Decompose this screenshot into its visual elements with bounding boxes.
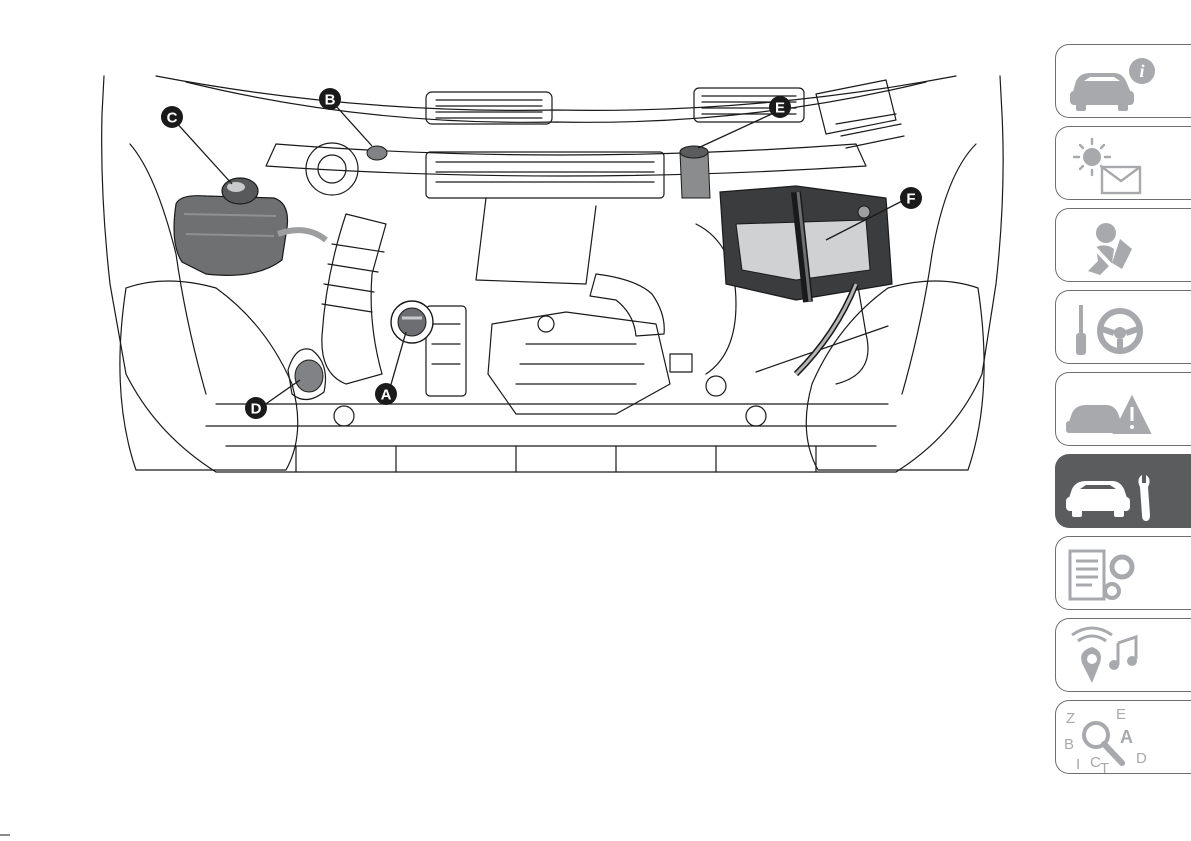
brake-fluid-cap xyxy=(367,146,387,160)
callout-c: C xyxy=(161,106,183,128)
callout-a: A xyxy=(375,383,397,405)
coolant-expansion-tank xyxy=(174,178,326,275)
engine-compartment-diagram: A B C D E F xyxy=(96,74,1008,476)
svg-text:B: B xyxy=(1064,736,1074,753)
page-corner-mark xyxy=(0,829,16,841)
headlamp-left xyxy=(120,281,298,470)
tab-safety[interactable] xyxy=(1055,208,1191,282)
callout-f: F xyxy=(900,187,922,209)
svg-text:D: D xyxy=(251,401,262,418)
callout-b: B xyxy=(319,88,341,110)
svg-text:Z: Z xyxy=(1066,710,1075,727)
engine-cover xyxy=(488,312,670,414)
intake-hose-left xyxy=(322,214,386,384)
alphabetical-index-icon: Z E B A I C T D xyxy=(1056,701,1191,775)
cowl-vent-left xyxy=(426,92,552,124)
svg-text:A: A xyxy=(381,387,392,404)
svg-text:I: I xyxy=(1076,756,1080,773)
battery xyxy=(720,186,892,374)
car-info-icon: i xyxy=(1056,45,1191,119)
tab-maintenance[interactable] xyxy=(1055,454,1191,528)
callout-e: E xyxy=(769,96,791,118)
tab-technical-specs[interactable] xyxy=(1055,536,1191,610)
road-emergency-icon xyxy=(1056,373,1191,447)
specifications-gears-icon xyxy=(1056,537,1191,611)
svg-text:T: T xyxy=(1100,760,1109,775)
intake-hose-right xyxy=(590,274,664,336)
callout-d: D xyxy=(245,397,267,419)
tab-index[interactable]: Z E B A I C T D xyxy=(1055,700,1191,774)
tab-warnings[interactable] xyxy=(1055,126,1191,200)
svg-text:F: F xyxy=(906,191,915,208)
svg-text:E: E xyxy=(775,100,785,117)
svg-text:C: C xyxy=(167,110,178,127)
leader-a xyxy=(390,332,406,388)
tab-multimedia[interactable] xyxy=(1055,618,1191,692)
engine-oil-cap xyxy=(391,301,433,343)
car-maintenance-icon xyxy=(1056,455,1191,529)
svg-text:i: i xyxy=(1139,61,1144,81)
svg-text:D: D xyxy=(1136,750,1147,767)
tab-car-info[interactable]: i xyxy=(1055,44,1191,118)
svg-text:A: A xyxy=(1120,727,1133,747)
leader-c xyxy=(174,120,232,184)
key-steering-wheel-icon xyxy=(1056,291,1191,365)
multimedia-icon xyxy=(1056,619,1191,693)
tab-starting-driving[interactable] xyxy=(1055,290,1191,364)
washer-fluid-cap xyxy=(295,360,323,392)
headlamp-right xyxy=(806,281,984,470)
warning-light-message-icon xyxy=(1056,127,1191,201)
safety-airbag-icon xyxy=(1056,209,1191,283)
fluid-reservoir-e xyxy=(680,146,710,198)
svg-text:E: E xyxy=(1116,706,1126,723)
svg-text:B: B xyxy=(325,92,336,109)
tab-emergency[interactable] xyxy=(1055,372,1191,446)
